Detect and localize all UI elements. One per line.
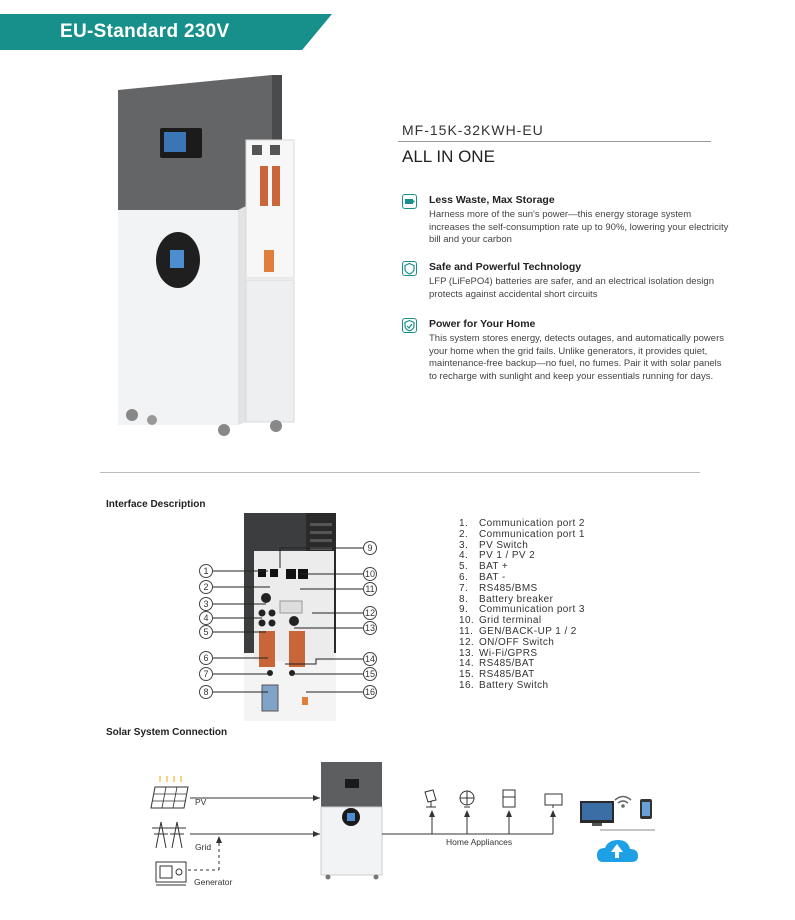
callout-11: 11 (363, 582, 377, 596)
model-divider (398, 141, 711, 142)
callout-9: 9 (363, 541, 377, 555)
legend-item: 15.RS485/BAT (459, 669, 535, 681)
legend-item: 7.RS485/BMS (459, 582, 538, 594)
callout-1: 1 (199, 564, 213, 578)
legend-item: 16.Battery Switch (459, 679, 549, 691)
cloud-upload-icon (597, 840, 638, 862)
legend-item: 11.GEN/BACK-UP 1 / 2 (459, 625, 577, 637)
callout-16: 16 (363, 685, 377, 699)
generator-icon (155, 861, 187, 886)
legend-item: 10.Grid terminal (459, 615, 542, 627)
callout-13: 13 (363, 621, 377, 635)
callout-15: 15 (363, 667, 377, 681)
grid-label: Grid (195, 842, 212, 852)
solar-panel-icon (150, 776, 189, 809)
callout-2: 2 (199, 580, 213, 594)
legend-item: 1.Communication port 2 (459, 518, 585, 529)
phone-icon (640, 799, 652, 819)
generator-label: Generator (194, 877, 233, 887)
check-shield-icon (402, 318, 417, 333)
grid-tower-icon (152, 821, 186, 849)
wifi-icon (614, 795, 632, 808)
callout-4: 4 (199, 611, 213, 625)
legend-item: 4.PV 1 / PV 2 (459, 550, 536, 562)
fridge-icon (502, 789, 516, 808)
legend-item: 8.Battery breaker (459, 593, 554, 605)
solar-title: Solar System Connection (106, 727, 228, 738)
tv-icon (544, 793, 563, 808)
callout-12: 12 (363, 606, 377, 620)
legend-item: 14.RS485/BAT (459, 658, 535, 670)
feature-title: Less Waste, Max Storage (429, 194, 555, 206)
callout-10: 10 (363, 567, 377, 581)
monitor-icon (580, 801, 614, 826)
feature-title: Power for Your Home (429, 318, 536, 330)
lamp-icon (424, 789, 437, 808)
home-appliances-label: Home Appliances (446, 837, 513, 847)
callout-14: 14 (363, 652, 377, 666)
callout-6: 6 (199, 651, 213, 665)
interface-legend: 1.Communication port 2 2.Communication p… (459, 518, 585, 692)
product-image (118, 75, 295, 436)
legend-item: 3.PV Switch (459, 539, 529, 551)
product-subtitle: ALL IN ONE (402, 147, 495, 166)
legend-item: 6.BAT - (459, 571, 506, 583)
feature-description: This system stores energy, detects outag… (429, 333, 724, 383)
fan-icon (459, 790, 475, 808)
legend-item: 12.ON/OFF Switch (459, 636, 555, 648)
battery-icon (402, 194, 417, 209)
feature-description: Harness more of the sun's power—this ene… (429, 209, 729, 246)
legend-item: 13.Wi-Fi/GPRS (459, 647, 538, 659)
model-number: MF-15K-32KWH-EU (402, 122, 544, 138)
callout-7: 7 (199, 667, 213, 681)
header-banner: EU-Standard 230V (0, 14, 332, 50)
callout-3: 3 (199, 597, 213, 611)
interface-title: Interface Description (106, 499, 206, 510)
storage-unit-icon (320, 762, 383, 880)
callout-5: 5 (199, 625, 213, 639)
feature-description: LFP (LiFePO4) batteries are safer, and a… (429, 276, 714, 300)
legend-item: 2.Communication port 1 (459, 528, 585, 540)
legend-item: 9.Communication port 3 (459, 604, 585, 616)
pv-label: PV (195, 797, 207, 807)
section-divider (100, 472, 700, 473)
shield-icon (402, 261, 417, 276)
legend-item: 5.BAT + (459, 561, 509, 573)
banner-title: EU-Standard 230V (60, 21, 230, 42)
feature-title: Safe and Powerful Technology (429, 261, 582, 273)
callout-8: 8 (199, 685, 213, 699)
